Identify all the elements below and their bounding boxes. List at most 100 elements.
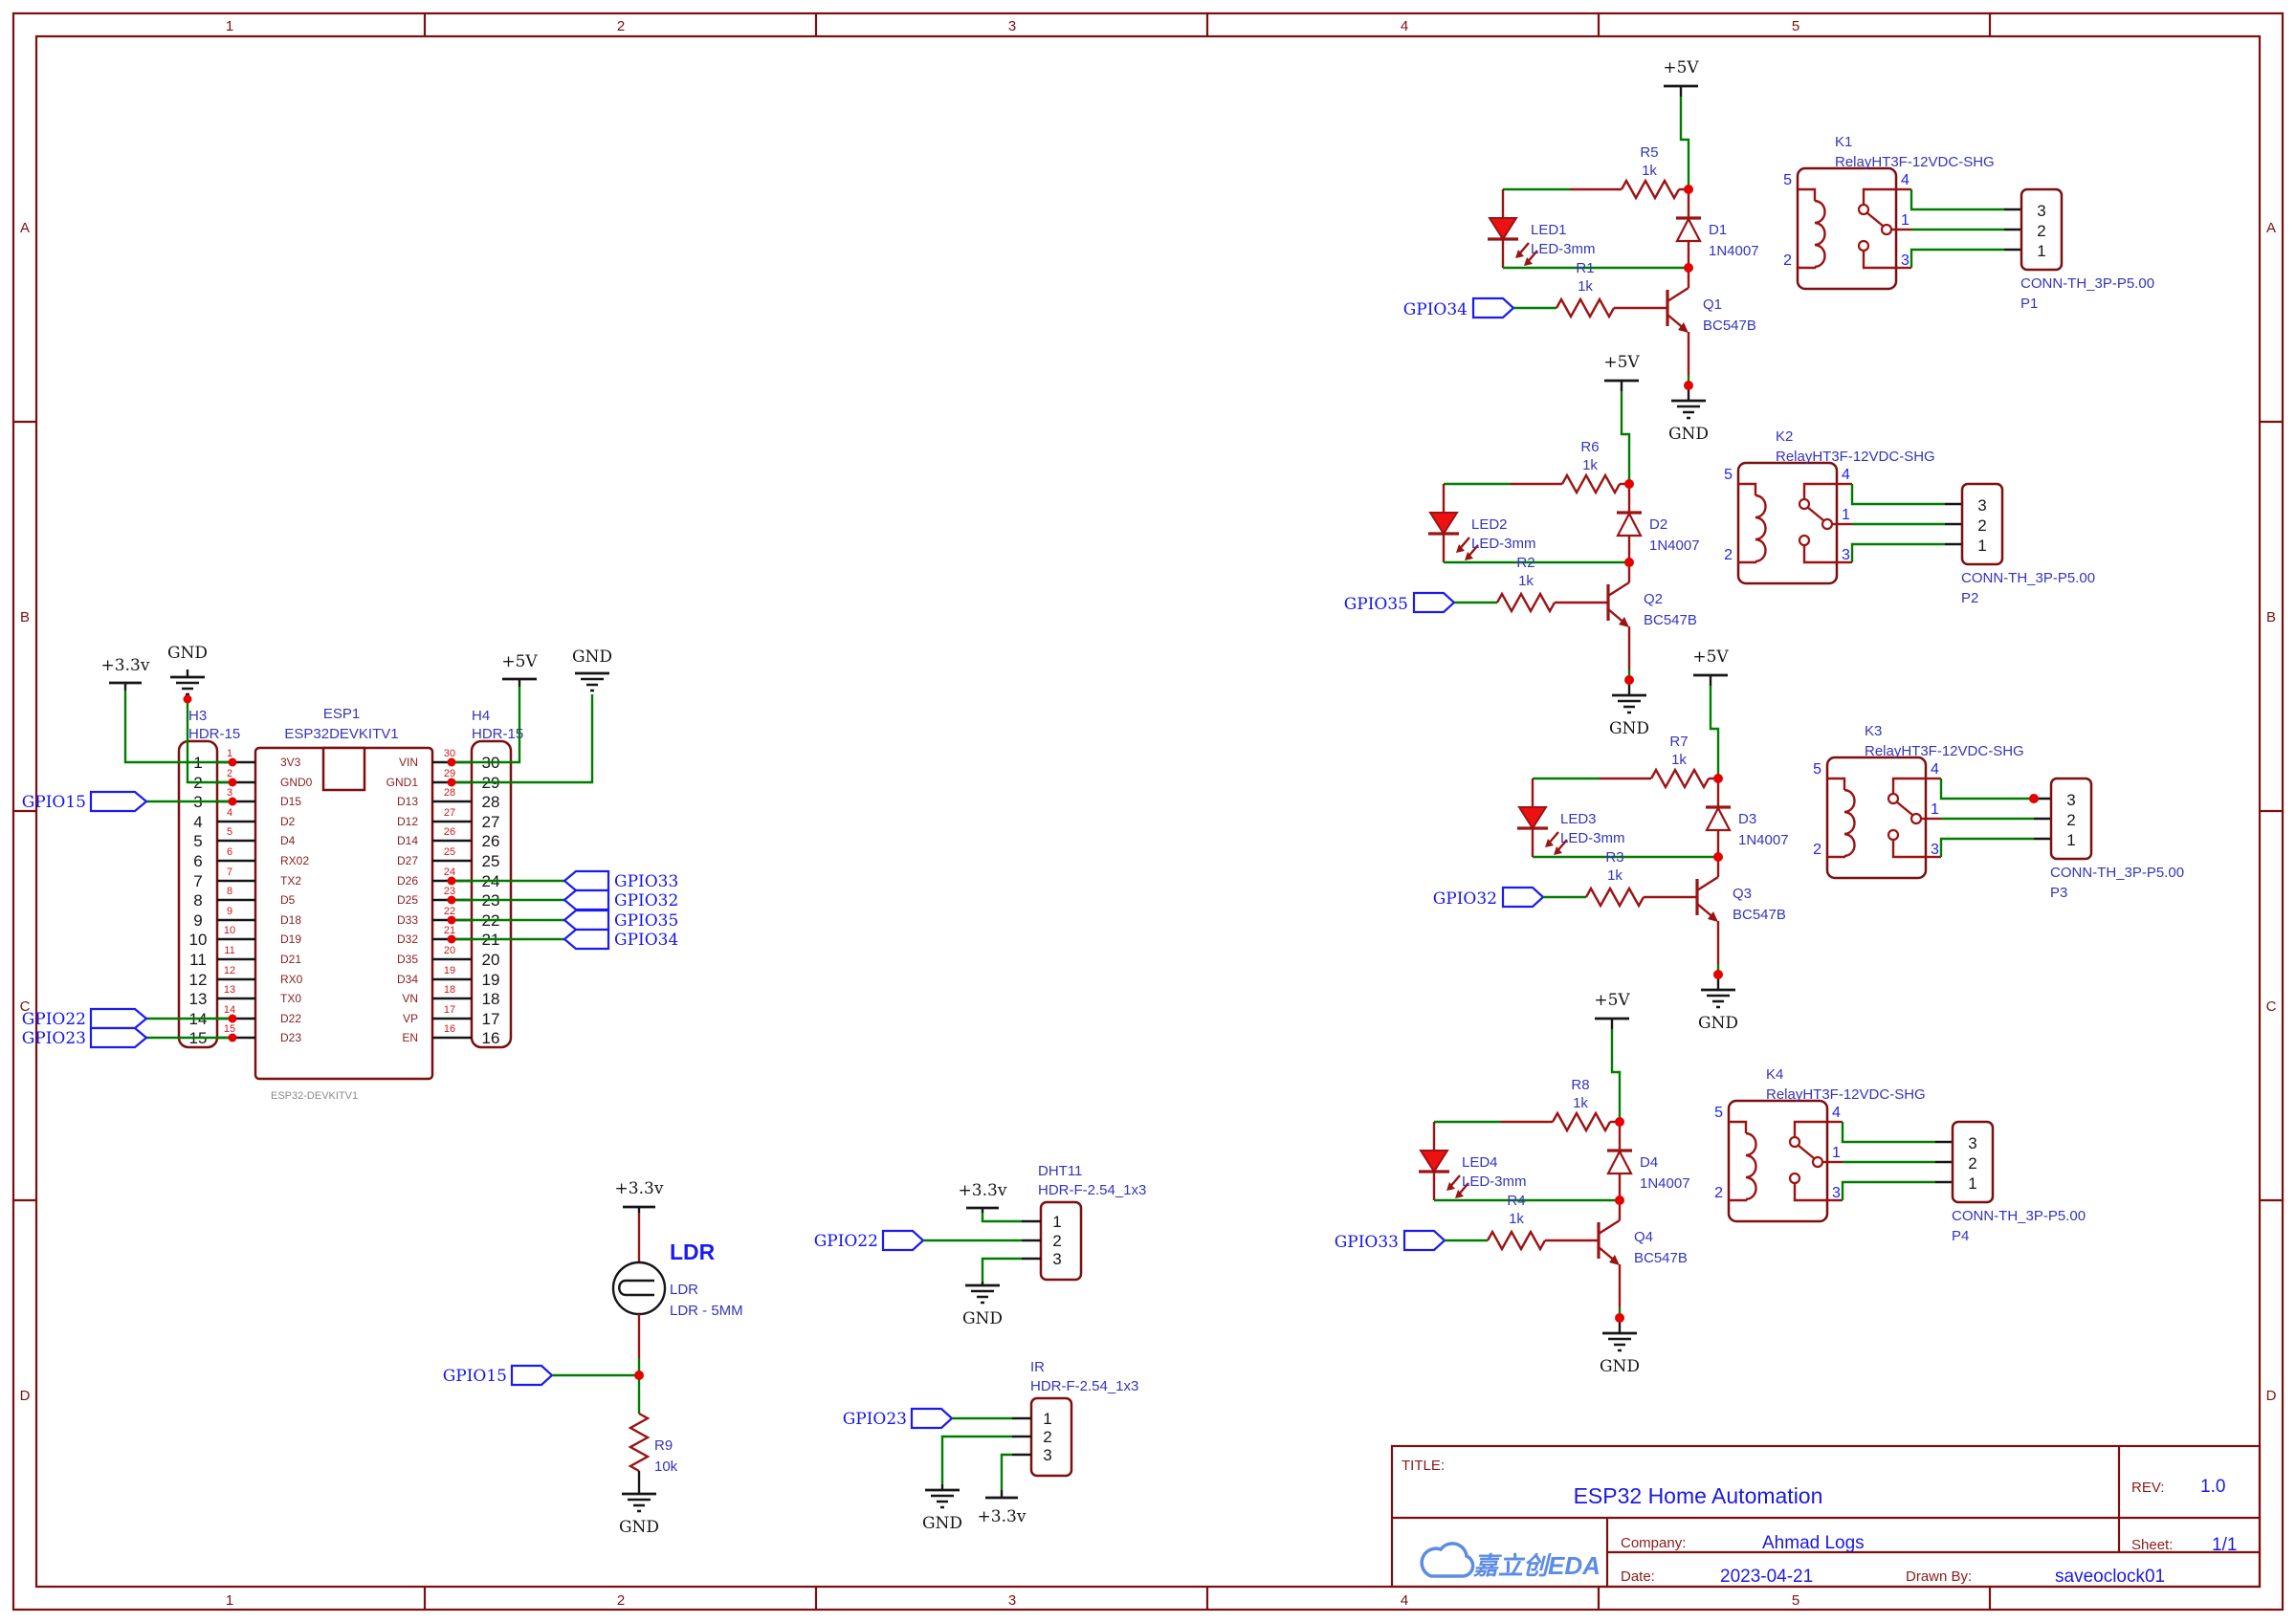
ch2-led-ref[interactable]: LED2 bbox=[1471, 516, 1508, 533]
h3-ref[interactable]: H3 bbox=[188, 708, 207, 724]
header-h4-body[interactable] bbox=[470, 739, 513, 1049]
dht11-ref[interactable]: DHT11 bbox=[1038, 1163, 1082, 1179]
ch3-connector-pins-0[interactable]: 3 bbox=[2066, 791, 2075, 809]
ch3-r_base-value[interactable]: 1k bbox=[1607, 867, 1623, 884]
ch4-r_base-value[interactable]: 1k bbox=[1509, 1211, 1524, 1227]
ldr-circuit[interactable]: +3.3v GPIO15 GND LDR LDR LDR - 5MM R9 10… bbox=[443, 1179, 743, 1537]
dht11-circuit[interactable]: DHT11 HDR-F-2.54_1x3 1 2 3 +3.3v GPIO22 … bbox=[814, 1163, 1147, 1328]
ch1-led-name[interactable]: LED-3mm bbox=[1531, 241, 1596, 257]
ch1-diode-ref[interactable]: D1 bbox=[1709, 222, 1727, 238]
drawn-by-value[interactable]: saveoclock01 bbox=[2055, 1567, 2165, 1587]
ch3-r_top-ref[interactable]: R7 bbox=[1669, 734, 1688, 750]
power-3v3-symbol[interactable]: +3.3v bbox=[615, 1179, 664, 1213]
header-h3-body[interactable] bbox=[177, 739, 219, 1049]
h3-part[interactable]: HDR-15 bbox=[188, 726, 240, 742]
ldr-footprint[interactable]: LDR - 5MM bbox=[670, 1303, 743, 1319]
ch2-connector-pins-1[interactable]: 2 bbox=[1977, 516, 1986, 535]
net-flag-gpio33[interactable]: GPIO33 bbox=[563, 869, 678, 892]
ch1-transistor-value[interactable]: BC547B bbox=[1703, 318, 1756, 334]
ch4-connector-pins-2[interactable]: 1 bbox=[1968, 1174, 1976, 1193]
ch4-led-ref[interactable]: LED4 bbox=[1462, 1154, 1498, 1171]
ch3-transistor-ref[interactable]: Q3 bbox=[1733, 886, 1752, 902]
ch1-relay-pins-p2[interactable]: 2 bbox=[1783, 252, 1792, 269]
net-flag-gpio15[interactable]: GPIO15 bbox=[443, 1364, 639, 1387]
ch1-connector-pins-2[interactable]: 1 bbox=[2037, 242, 2045, 260]
ir-part[interactable]: HDR-F-2.54_1x3 bbox=[1030, 1378, 1138, 1394]
ch2-r_top-value[interactable]: 1k bbox=[1582, 457, 1598, 473]
ch1-supply[interactable]: +5V bbox=[1663, 58, 1699, 77]
ch3-relay-name[interactable]: RelayHT3F-12VDC-SHG bbox=[1865, 743, 2024, 759]
ch2-led-name[interactable]: LED-3mm bbox=[1471, 536, 1536, 552]
ch3-connector-pins-1[interactable]: 2 bbox=[2066, 811, 2075, 829]
ch2-connector-pins-2[interactable]: 1 bbox=[1977, 537, 1986, 555]
ch4-transistor-value[interactable]: BC547B bbox=[1634, 1250, 1688, 1266]
ch3-relay-pins-p2[interactable]: 2 bbox=[1813, 842, 1821, 858]
ch2-diode-ref[interactable]: D2 bbox=[1649, 516, 1667, 533]
net-flag-gpio34[interactable]: GPIO34 bbox=[563, 928, 678, 951]
ch2-relay-ref[interactable]: K2 bbox=[1776, 428, 1793, 445]
ch1-r_base-value[interactable]: 1k bbox=[1578, 278, 1593, 295]
ch4-transistor-ref[interactable]: Q4 bbox=[1634, 1229, 1653, 1245]
ir-ref[interactable]: IR bbox=[1030, 1359, 1045, 1375]
h4-part[interactable]: HDR-15 bbox=[472, 726, 523, 742]
ch3-relay-pins-p3[interactable]: 3 bbox=[1931, 842, 1939, 858]
ch1-relay-pins-p3[interactable]: 3 bbox=[1901, 252, 1910, 269]
ch3-relay-ref[interactable]: K3 bbox=[1865, 723, 1882, 739]
ch4-relay-name[interactable]: RelayHT3F-12VDC-SHG bbox=[1766, 1086, 1926, 1103]
ch4-diode-ref[interactable]: D4 bbox=[1640, 1154, 1658, 1171]
ch2-transistor-value[interactable]: BC547B bbox=[1644, 612, 1697, 628]
esp1-ref[interactable]: ESP1 bbox=[323, 706, 360, 722]
ch3-diode-value[interactable]: 1N4007 bbox=[1738, 832, 1789, 848]
ch4-relay-pins-p2[interactable]: 2 bbox=[1714, 1185, 1723, 1201]
ch2-gnd[interactable]: GND bbox=[1609, 719, 1649, 738]
net-flag-gpio23[interactable]: GPIO23 bbox=[22, 1026, 148, 1049]
ir-circuit[interactable]: IR HDR-F-2.54_1x3 1 2 3 GPIO23 GND +3.3v bbox=[843, 1359, 1139, 1533]
ldr-symbol[interactable] bbox=[611, 1261, 667, 1316]
ch2-relay-pins-p3[interactable]: 3 bbox=[1842, 547, 1850, 563]
rev-value[interactable]: 1.0 bbox=[2200, 1477, 2225, 1497]
ch4-relay-pins-p1[interactable]: 1 bbox=[1832, 1145, 1841, 1161]
ch1-r_base-ref[interactable]: R1 bbox=[1576, 260, 1594, 276]
ch2-connector-pins-0[interactable]: 3 bbox=[1977, 496, 1986, 515]
net-flag-gpio22[interactable]: GPIO22 bbox=[814, 1229, 1022, 1252]
sheet-value[interactable]: 1/1 bbox=[2212, 1535, 2237, 1555]
ch3-led-name[interactable]: LED-3mm bbox=[1560, 830, 1625, 846]
ch3-transistor-value[interactable]: BC547B bbox=[1733, 907, 1786, 923]
ch2-connector-name[interactable]: CONN-TH_3P-P5.00 bbox=[1961, 570, 2095, 586]
ch1-relay-pins-p1[interactable]: 1 bbox=[1901, 212, 1910, 229]
gnd-symbol[interactable]: GND bbox=[572, 647, 612, 692]
ch4-led-name[interactable]: LED-3mm bbox=[1462, 1173, 1527, 1190]
ch2-relay-pins-p2[interactable]: 2 bbox=[1724, 547, 1733, 563]
ch3-relay-pins-p4[interactable]: 4 bbox=[1931, 761, 1939, 778]
ch4-connector-pins-0[interactable]: 3 bbox=[1968, 1134, 1976, 1152]
ch1-connector-pins-1[interactable]: 2 bbox=[2037, 222, 2045, 240]
net-flag-gpio22[interactable]: GPIO22 bbox=[22, 1007, 148, 1030]
ch3-connector-name[interactable]: CONN-TH_3P-P5.00 bbox=[2050, 865, 2184, 881]
ch2-r_top-ref[interactable]: R6 bbox=[1580, 439, 1599, 455]
ch2-relay-pins-p1[interactable]: 1 bbox=[1842, 507, 1850, 523]
ch3-gnd[interactable]: GND bbox=[1698, 1014, 1738, 1033]
r9-ref[interactable]: R9 bbox=[654, 1437, 673, 1454]
ch4-connector-ref[interactable]: P4 bbox=[1952, 1228, 1969, 1244]
ch3-led-ref[interactable]: LED3 bbox=[1560, 811, 1597, 827]
ch2-supply[interactable]: +5V bbox=[1603, 353, 1640, 372]
ch1-gpio[interactable]: GPIO34 bbox=[1403, 300, 1468, 319]
ch1-r_top-value[interactable]: 1k bbox=[1642, 163, 1657, 179]
ch1-led-ref[interactable]: LED1 bbox=[1531, 222, 1567, 238]
ch1-connector-name[interactable]: CONN-TH_3P-P5.00 bbox=[2020, 275, 2154, 292]
ch4-diode-value[interactable]: 1N4007 bbox=[1640, 1175, 1690, 1192]
ch3-diode-ref[interactable]: D3 bbox=[1738, 811, 1756, 827]
h4-ref[interactable]: H4 bbox=[472, 708, 490, 724]
ch2-transistor-ref[interactable]: Q2 bbox=[1644, 591, 1663, 607]
ch1-r_top-ref[interactable]: R5 bbox=[1640, 144, 1658, 161]
company-value[interactable]: Ahmad Logs bbox=[1762, 1533, 1865, 1553]
sheet-title[interactable]: ESP32 Home Automation bbox=[1574, 1483, 1823, 1508]
gnd-symbol[interactable]: GND bbox=[167, 644, 208, 696]
ch4-connector-name[interactable]: CONN-TH_3P-P5.00 bbox=[1952, 1208, 2086, 1224]
ch1-relay-pins-p4[interactable]: 4 bbox=[1901, 172, 1910, 188]
ch4-relay-pins-p5[interactable]: 5 bbox=[1714, 1105, 1723, 1121]
ch2-gpio[interactable]: GPIO35 bbox=[1344, 595, 1408, 614]
ch4-gpio[interactable]: GPIO33 bbox=[1335, 1233, 1399, 1252]
